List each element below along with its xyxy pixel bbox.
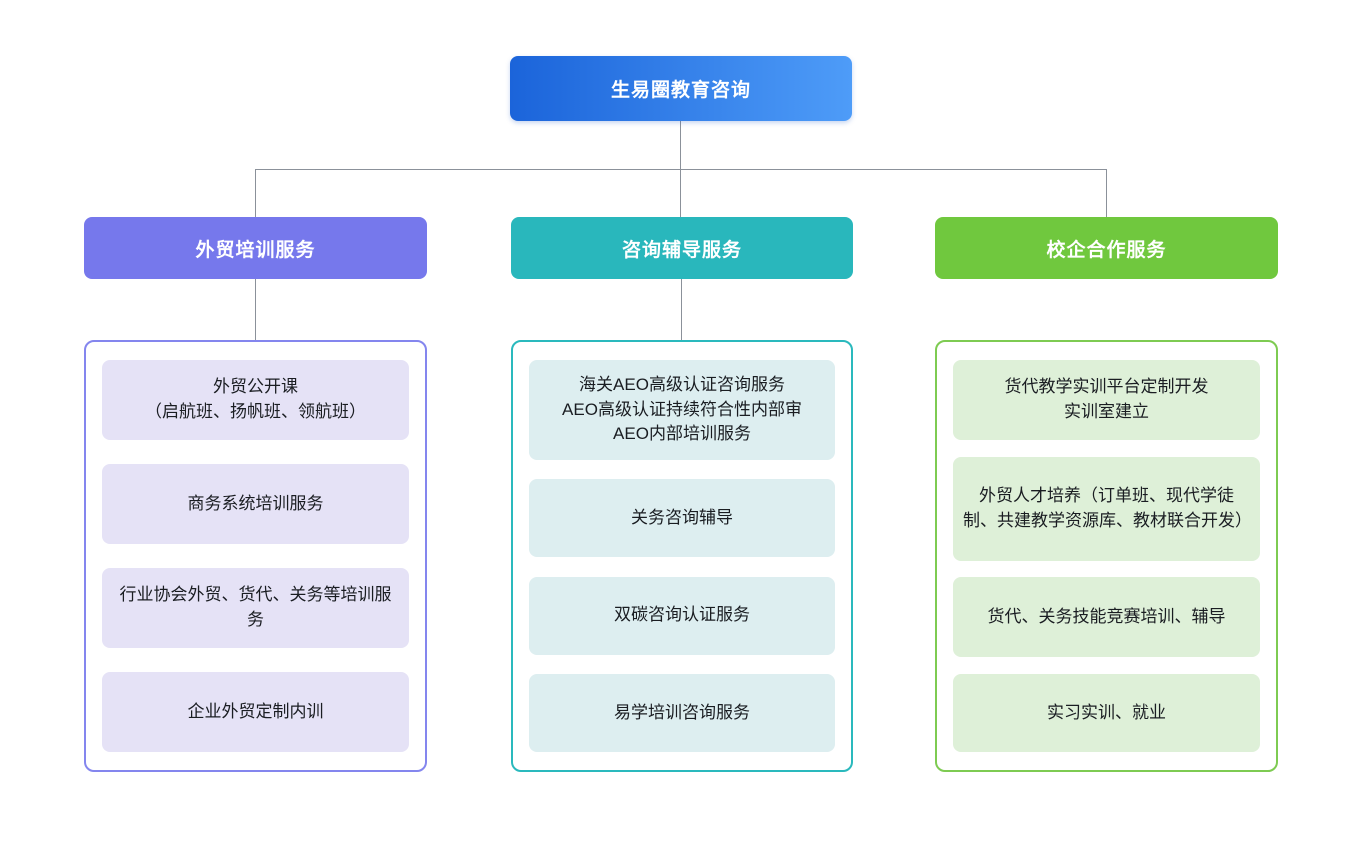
leaf-node: 货代、关务技能竞赛培训、辅导 [953,577,1260,658]
connector-drop-branch-3 [1106,169,1107,217]
leaf-node: 易学培训咨询服务 [529,673,835,752]
leaf-node: 外贸人才培养（订单班、现代学徒制、共建教学资源库、教材联合开发） [953,456,1260,561]
leaf-node: 海关AEO高级认证咨询服务 AEO高级认证持续符合性内部审 AEO内部培训服务 [529,360,835,460]
branch-header-consulting: 咨询辅导服务 [511,217,853,279]
leaf-node: 商务系统培训服务 [102,464,409,544]
branch-header-label: 咨询辅导服务 [621,239,742,261]
leaf-node: 企业外贸定制内训 [102,672,409,752]
root-node-label: 生易圈教育咨询 [610,80,751,101]
leaf-node: 货代教学实训平台定制开发 实训室建立 [953,360,1260,440]
connector-root-drop [680,121,681,169]
leaf-node: 关务咨询辅导 [529,479,835,558]
leaf-node: 外贸公开课 （启航班、扬帆班、领航班） [102,360,409,440]
connector-header-container-2 [681,279,682,340]
leaf-node: 实习实训、就业 [953,673,1260,752]
connector-header-container-1 [255,279,256,340]
branch-container-trade-training: 外贸公开课 （启航班、扬帆班、领航班） 商务系统培训服务 行业协会外贸、货代、关… [84,340,427,772]
branch-header-label: 校企合作服务 [1046,239,1167,261]
leaf-node: 行业协会外贸、货代、关务等培训服务 [102,568,409,648]
branch-header-label: 外贸培训服务 [195,239,316,261]
branch-container-school-enterprise: 货代教学实训平台定制开发 实训室建立 外贸人才培养（订单班、现代学徒制、共建教学… [935,340,1278,772]
branch-header-school-enterprise: 校企合作服务 [935,217,1278,279]
connector-rail [255,169,1107,170]
connector-drop-branch-2 [680,169,681,217]
branch-header-trade-training: 外贸培训服务 [84,217,427,279]
root-node: 生易圈教育咨询 [510,56,852,121]
branch-container-consulting: 海关AEO高级认证咨询服务 AEO高级认证持续符合性内部审 AEO内部培训服务 … [511,340,853,772]
leaf-node: 双碳咨询认证服务 [529,576,835,655]
connector-drop-branch-1 [255,169,256,217]
